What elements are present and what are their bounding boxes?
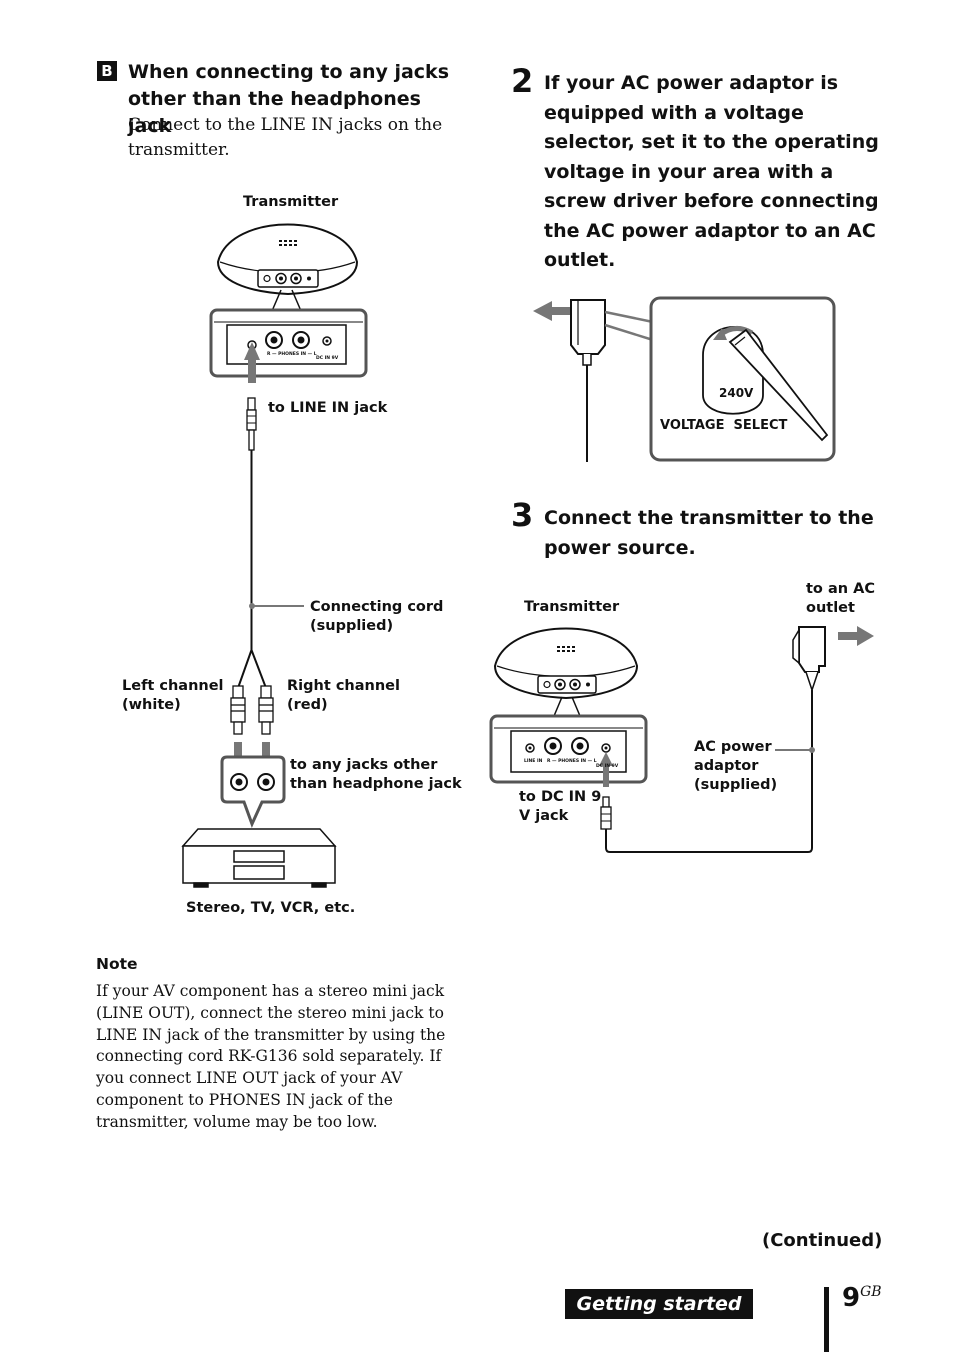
note-body: If your AV component has a stereo mini j…	[96, 981, 476, 1134]
continued-label: (Continued)	[762, 1230, 883, 1251]
ac-adaptor-label: AC power adaptor (supplied)	[694, 738, 777, 795]
step3-line1: Connect the transmitter to the	[544, 507, 874, 529]
transmitter-label-step3: Transmitter	[524, 599, 620, 615]
note-line3: LINE IN jack of the transmitter by using…	[96, 1025, 446, 1044]
ac-outlet-label: to an AC outlet	[806, 580, 875, 618]
dc-in-jack-label-line1: to DC IN 9	[519, 789, 602, 805]
left-channel-label: Left channel (white)	[122, 677, 224, 715]
connecting-cord-label-line2: (supplied)	[310, 618, 394, 634]
step2-line3: selector, set it to the operating	[544, 131, 879, 153]
note-line1: If your AV component has a stereo mini j…	[96, 982, 445, 1000]
step2-line7: outlet.	[544, 249, 616, 271]
ac-outlet-label-line1: to an AC	[806, 581, 875, 597]
step3-text: Connect the transmitter to the power sou…	[544, 504, 894, 563]
panel-line-in-text-step3: LINE IN	[524, 759, 543, 764]
page-number-value: 9	[842, 1283, 861, 1313]
jacks-callout-b	[220, 755, 286, 828]
dc-in-jack-label: to DC IN 9 V jack	[519, 788, 601, 826]
section-tab-getting-started: Getting started	[565, 1289, 753, 1319]
panel-phones-text-b: R — PHONES IN — L	[267, 352, 317, 357]
connecting-cord-label: Connecting cord (supplied)	[310, 598, 443, 636]
section-b-heading: When connecting to any jacks other than …	[128, 59, 468, 140]
section-b-body-line2: transmitter.	[128, 140, 230, 160]
ac-adaptor-label-line2: adaptor	[694, 758, 759, 774]
connecting-cord-label-line1: Connecting cord	[310, 599, 444, 615]
note-line4: connecting cord RK-G136 sold separately.…	[96, 1047, 442, 1066]
note-line7: transmitter, volume may be too low.	[96, 1112, 378, 1131]
step2-line4: voltage in your area with a	[544, 160, 834, 183]
voltage-select-label: VOLTAGE SELECT	[660, 418, 788, 433]
ac-outlet-label-line2: outlet	[806, 600, 855, 616]
section-b-body: Connect to the LINE IN jacks on the tran…	[128, 113, 468, 163]
step2-number: 2	[511, 62, 534, 100]
stereo-device-illustration	[181, 828, 337, 888]
right-channel-label-line1: Right channel	[287, 678, 400, 694]
section-b-body-line1: Connect to the LINE IN jacks on the	[128, 115, 443, 135]
section-b-heading-line2: other than the headphones jack	[128, 88, 421, 137]
note-line6: component to PHONES IN jack of the	[96, 1090, 393, 1109]
page-number-suffix: GB	[860, 1284, 882, 1300]
line-in-plug-b	[244, 342, 260, 451]
section-b-letter: B	[97, 61, 117, 81]
other-jacks-label-line1: to any jacks other	[290, 757, 438, 773]
other-jacks-label: to any jacks other than headphone jack	[290, 756, 462, 794]
dc-plug-step3	[599, 690, 815, 853]
footer-rule	[824, 1287, 829, 1352]
section-b-heading-line1: When connecting to any jacks	[128, 61, 450, 83]
right-channel-label: Right channel (red)	[287, 677, 400, 715]
left-channel-label-line1: Left channel	[122, 678, 224, 694]
panel-dc-text-b: DC IN 9V	[316, 356, 339, 361]
stereo-device-label: Stereo, TV, VCR, etc.	[186, 900, 356, 916]
voltage-value-label: 240V	[719, 386, 754, 400]
step3-number: 3	[511, 496, 534, 534]
note-line2: (LINE OUT), connect the stereo mini jack…	[96, 1003, 444, 1022]
step2-line2: equipped with a voltage	[544, 101, 804, 124]
panel-dc-text-step3: DC IN 9V	[596, 764, 619, 769]
transmitter-label-b: Transmitter	[243, 194, 339, 210]
connecting-cord-b	[237, 450, 304, 689]
ac-adaptor-label-line1: AC power	[694, 739, 772, 755]
step2-line1: If your AC power adaptor is	[544, 72, 839, 94]
panel-phones-text-step3: R — PHONES IN — L	[547, 759, 597, 764]
voltage-adaptor-illustration	[533, 296, 836, 462]
ac-adaptor-label-line3: (supplied)	[694, 777, 778, 793]
note-title: Note	[96, 955, 138, 973]
section-b-letter-badge: B	[97, 61, 117, 81]
step2-line5: screw driver before connecting	[544, 190, 879, 212]
step3-line2: power source.	[544, 536, 696, 559]
line-in-jack-label: to LINE IN jack	[268, 400, 388, 416]
other-jacks-label-line2: than headphone jack	[290, 776, 462, 792]
rca-plugs-b	[230, 685, 274, 735]
step2-text: If your AC power adaptor is equipped wit…	[544, 69, 894, 276]
right-channel-label-line2: (red)	[287, 697, 328, 713]
note-line5: you connect LINE OUT jack of your AV	[96, 1069, 403, 1088]
ac-adaptor-step3	[792, 626, 874, 693]
page-number: 9GB	[842, 1282, 882, 1314]
dc-in-jack-label-line2: V jack	[519, 808, 569, 824]
step2-line6: the AC power adaptor to an AC	[544, 219, 876, 242]
left-channel-label-line2: (white)	[122, 697, 181, 713]
